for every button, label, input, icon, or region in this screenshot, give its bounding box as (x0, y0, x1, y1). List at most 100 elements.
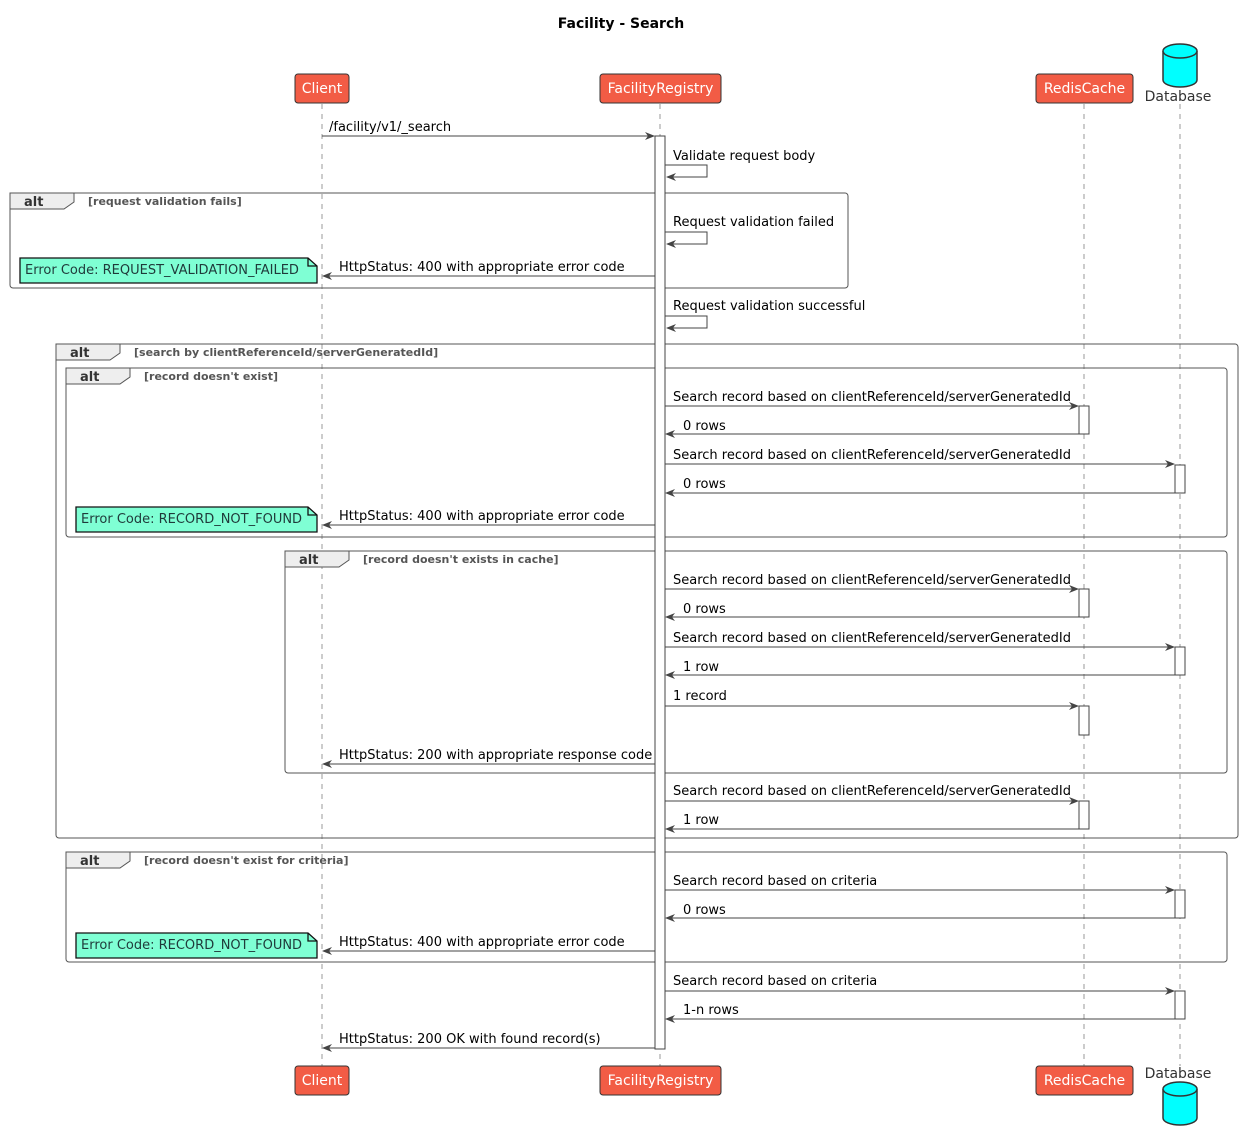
frame-keyword: alt (299, 553, 318, 568)
participant-box (1035, 73, 1134, 104)
frame-keyword: alt (80, 370, 99, 385)
frame-border (284, 550, 1228, 774)
frame-border (65, 367, 1228, 538)
note-error-code: Error Code: REQUEST_VALIDATION_FAILED (19, 257, 318, 284)
note-text: Error Code: RECORD_NOT_FOUND (81, 512, 302, 527)
activation-bar-database (1174, 990, 1186, 1020)
alt-frame: alt [search by clientReferenceId/serverG… (55, 343, 1239, 839)
notes: Error Code: REQUEST_VALIDATION_FAILED Er… (19, 257, 318, 959)
participant-box (1035, 1065, 1134, 1096)
participant-registry: FacilityRegistry (599, 1065, 722, 1096)
frame-condition: [record doesn't exist for criteria] (144, 854, 348, 867)
message-label: HttpStatus: 400 with appropriate error c… (339, 935, 625, 950)
message-label: Search record based on criteria (673, 974, 877, 989)
message-label: 0 rows (683, 602, 726, 617)
participant-label: RedisCache (1044, 1073, 1125, 1089)
participant-label: FacilityRegistry (608, 81, 714, 97)
note-box (19, 257, 318, 284)
message-label: 1 row (683, 660, 719, 675)
frame-border (65, 851, 1228, 963)
frame-tab (9, 192, 75, 210)
participant-database: Database (1145, 43, 1211, 105)
frame-tab (65, 851, 131, 869)
database-icon (1162, 1089, 1198, 1126)
message-label: 1 row (683, 813, 719, 828)
message-label: Search record based on clientReferenceId… (673, 390, 1071, 405)
activations (654, 135, 1186, 1050)
activation-bar-cache (1078, 588, 1090, 618)
frame-keyword: alt (24, 195, 43, 210)
diagram-title: Facility - Search (558, 16, 684, 32)
activation-bar-cache (1078, 405, 1090, 435)
message-label: Request validation failed (673, 215, 834, 230)
frame-tab (55, 343, 121, 361)
participants-bottom: Client FacilityRegistry RedisCache Datab… (294, 1065, 1212, 1126)
participant-client: Client (294, 73, 350, 104)
activation-bar-cache (1078, 800, 1090, 830)
message-label: HttpStatus: 200 with appropriate respons… (339, 748, 652, 763)
database-icon-top (1162, 1081, 1198, 1097)
activation-bar-database (1174, 464, 1186, 494)
frame-condition: [record doesn't exist] (144, 370, 278, 383)
participant-registry: FacilityRegistry (599, 73, 722, 104)
alt-frame: alt [request validation fails] (9, 192, 849, 289)
activation-bar-database (1174, 889, 1186, 919)
message-label: 0 rows (683, 477, 726, 492)
note-fold (307, 507, 317, 516)
note-box (75, 932, 318, 959)
note-text: Error Code: RECORD_NOT_FOUND (81, 938, 302, 953)
participant-box (599, 73, 722, 104)
participant-label: Client (302, 1073, 343, 1089)
frame-tab (284, 550, 350, 568)
alt-frame: alt [record doesn't exist for criteria] (65, 851, 1228, 963)
participant-client: Client (294, 1065, 350, 1096)
alt-frame: alt [record doesn't exist] (65, 367, 1228, 538)
messages: /facility/v1/_search Validate request bo… (322, 120, 1175, 1052)
message-label: HttpStatus: 400 with appropriate error c… (339, 260, 625, 275)
participant-cache: RedisCache (1035, 73, 1134, 104)
self-message-arrow (665, 164, 708, 181)
participant-label: Database (1145, 1066, 1212, 1082)
message-label: 0 rows (683, 419, 726, 434)
activation-bar-registry (654, 135, 666, 1050)
participant-box (294, 73, 350, 104)
alt-frame: alt [record doesn't exists in cache] (284, 550, 1228, 774)
database-icon (1162, 51, 1198, 88)
message-label: /facility/v1/_search (329, 120, 451, 135)
message-label: Validate request body (673, 149, 816, 164)
note-fold (307, 258, 317, 267)
note-fold (307, 933, 317, 942)
frame-condition: [record doesn't exists in cache] (363, 553, 559, 566)
message-label: 1-n rows (683, 1003, 739, 1018)
participant-label: FacilityRegistry (608, 1073, 714, 1089)
participant-label: RedisCache (1044, 81, 1125, 97)
message-label: HttpStatus: 200 OK with found record(s) (339, 1032, 601, 1047)
activation-bar-database (1174, 646, 1186, 676)
message-label: Search record based on clientReferenceId… (673, 784, 1071, 799)
frame-condition: [search by clientReferenceId/serverGener… (134, 346, 438, 359)
self-message-arrow (665, 315, 708, 332)
message-label: Search record based on clientReferenceId… (673, 573, 1071, 588)
participant-box (294, 1065, 350, 1096)
frame-keyword: alt (70, 346, 89, 361)
frames: alt [request validation fails] alt [sear… (9, 192, 1239, 963)
frame-border (9, 192, 849, 289)
note-text: Error Code: REQUEST_VALIDATION_FAILED (25, 263, 299, 278)
participants-top: Client FacilityRegistry RedisCache Datab… (294, 43, 1211, 105)
message-label: 0 rows (683, 903, 726, 918)
frame-keyword: alt (80, 854, 99, 869)
message-label: HttpStatus: 400 with appropriate error c… (339, 509, 625, 524)
message-label: Request validation successful (673, 299, 865, 314)
note-error-code: Error Code: RECORD_NOT_FOUND (75, 932, 318, 959)
activation-bar-cache (1078, 705, 1090, 736)
message-label: Search record based on criteria (673, 874, 877, 889)
frame-condition: [request validation fails] (88, 195, 242, 208)
database-icon-top (1162, 43, 1198, 59)
message-label: Search record based on clientReferenceId… (673, 631, 1071, 646)
message-label: Search record based on clientReferenceId… (673, 448, 1071, 463)
frame-border (55, 343, 1239, 839)
participant-cache: RedisCache (1035, 1065, 1134, 1096)
message-label: 1 record (673, 689, 727, 704)
participant-box (599, 1065, 722, 1096)
